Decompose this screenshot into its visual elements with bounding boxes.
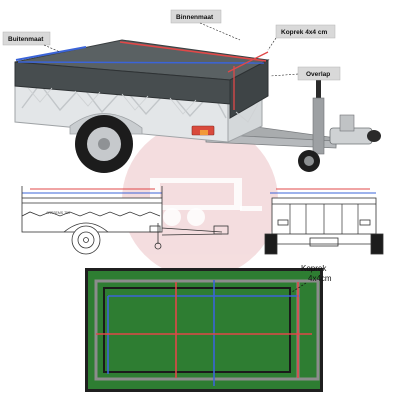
binnenmaat-tag: Binnenmaat <box>170 9 241 41</box>
overlap-label: Overlap <box>306 71 330 78</box>
koprek-annotation-line2: 4x4cm <box>308 274 332 283</box>
side-view-brand-label: ANSSEMS 750 <box>46 211 70 215</box>
buitenmaat-tag: Buitenmaat <box>2 31 61 53</box>
koprek-tag: Koprek 4x4 cm <box>267 24 336 51</box>
side-view-drawing <box>21 186 229 255</box>
koprek-annotation-line1: Koprek <box>301 264 327 273</box>
koprek-annotation: Koprek 4x4cm <box>291 264 332 293</box>
watermark-logo <box>122 122 278 278</box>
cover-plan-view <box>85 268 323 392</box>
rear-view-drawing <box>264 188 384 255</box>
trailer-3d-view <box>14 39 381 173</box>
overlap-tag: Overlap <box>269 66 341 81</box>
buitenmaat-label: Buitenmaat <box>8 36 44 43</box>
binnenmaat-label: Binnenmaat <box>176 14 214 21</box>
koprek-tag-label: Koprek 4x4 cm <box>281 29 327 36</box>
